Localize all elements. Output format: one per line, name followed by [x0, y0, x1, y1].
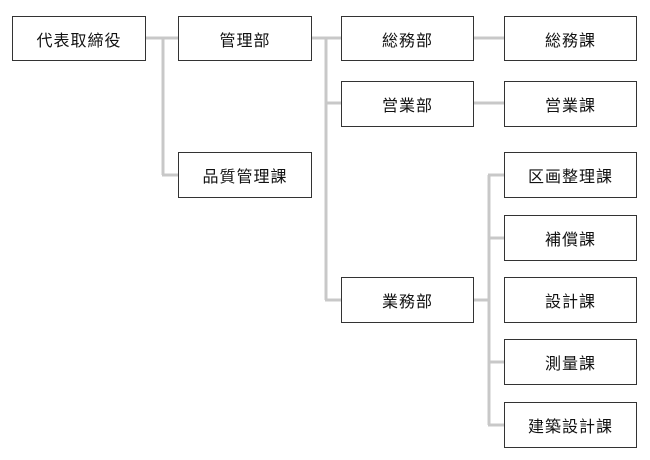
node-sales-dept-label: 営業部	[381, 96, 433, 115]
node-management-dept-label: 管理部	[219, 30, 271, 50]
node-compensation-section-label: 補償課	[544, 230, 596, 249]
node-architectural-design-section-label: 建築設計課	[527, 417, 613, 436]
node-quality-mgmt-section: 品質管理課	[178, 152, 312, 198]
node-general-affairs-dept-label: 総務部	[381, 30, 433, 50]
node-sales-section: 営業課	[504, 81, 637, 127]
node-land-readjustment-section-label: 区画整理課	[527, 167, 613, 186]
node-ceo: 代表取締役	[12, 16, 146, 61]
node-operations-dept-label: 業務部	[381, 292, 433, 311]
node-general-affairs-section: 総務課	[504, 16, 637, 61]
node-operations-dept: 業務部	[341, 277, 474, 323]
node-general-affairs-section-label: 総務課	[544, 30, 596, 50]
node-sales-dept: 営業部	[341, 81, 474, 127]
node-sales-section-label: 営業課	[544, 96, 596, 115]
node-quality-mgmt-section-label: 品質管理課	[202, 167, 288, 186]
node-general-affairs-dept: 総務部	[341, 16, 474, 61]
node-design-section-label: 設計課	[544, 292, 596, 311]
node-ceo-label: 代表取締役	[36, 30, 122, 50]
node-compensation-section: 補償課	[504, 215, 637, 261]
node-management-dept: 管理部	[178, 16, 312, 61]
node-survey-section-label: 測量課	[544, 354, 596, 373]
node-land-readjustment-section: 区画整理課	[504, 152, 637, 198]
node-design-section: 設計課	[504, 277, 637, 323]
node-architectural-design-section: 建築設計課	[504, 402, 637, 448]
node-survey-section: 測量課	[504, 339, 637, 385]
